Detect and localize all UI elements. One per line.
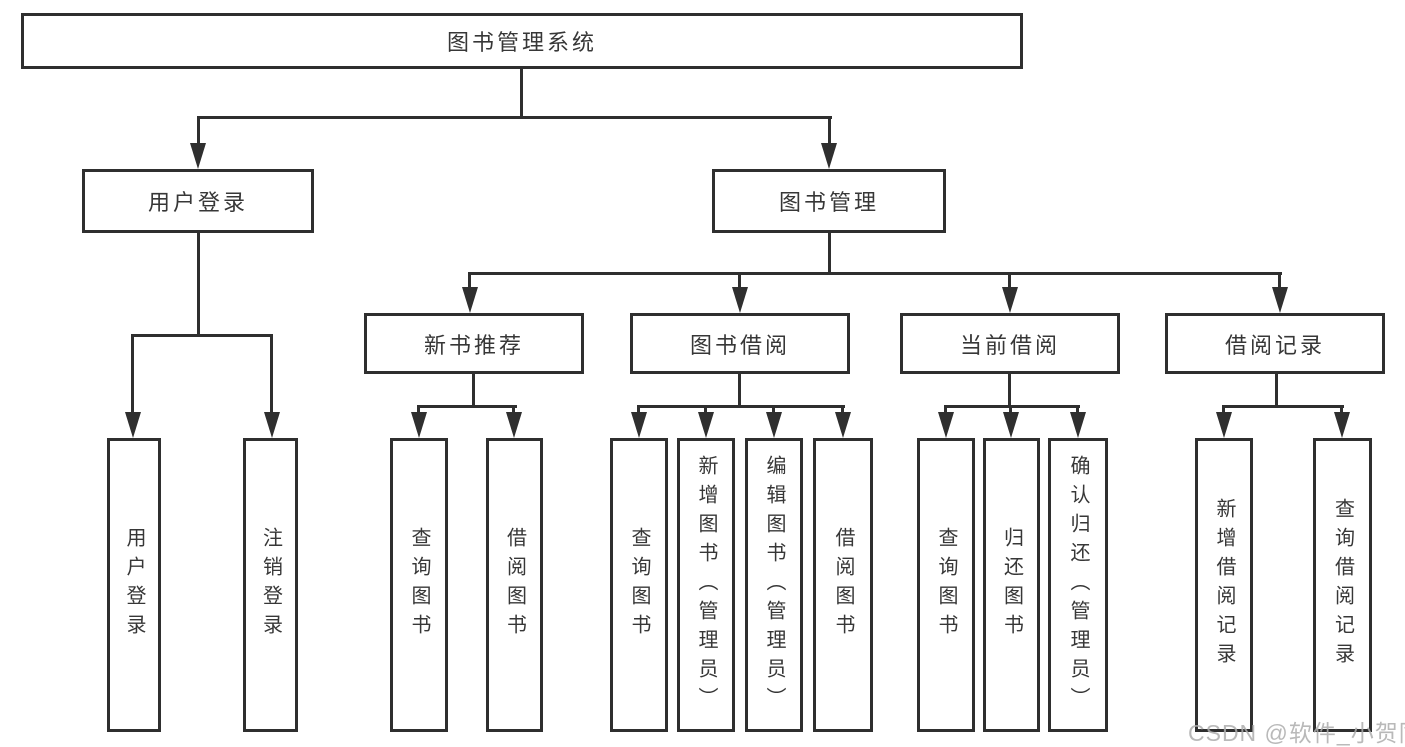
- leaf-confirm-return-admin-label: 确认归还（管理员）: [1067, 454, 1089, 716]
- arrowhead-to-book-management: [821, 143, 837, 169]
- connector-user-login-drop: [197, 233, 200, 337]
- arrowhead-to-new-book-recommend: [462, 287, 478, 313]
- connector-book-borrow-stub-4: [841, 408, 844, 414]
- node-book-management-label: 图书管理: [778, 190, 879, 215]
- connector-root-drop: [520, 69, 523, 119]
- connector-recommend-hline: [417, 405, 517, 408]
- arrowhead-to-return-book: [1003, 412, 1019, 438]
- node-current-borrow-label: 当前借阅: [959, 332, 1060, 358]
- node-borrow-records-label: 借阅记录: [1224, 332, 1325, 358]
- connector-leaf-logout-drop: [270, 337, 273, 414]
- connector-user-login-hline: [131, 334, 273, 337]
- connector-current-borrow-stub-3: [1076, 408, 1079, 414]
- leaf-query-books-recommend-label: 查询图书: [408, 527, 430, 643]
- arrowhead-to-user-login: [190, 143, 206, 169]
- connector-book-borrow-drop: [738, 374, 741, 408]
- connector-current-borrow-stub-1: [944, 408, 947, 414]
- leaf-edit-book-admin-label: 编辑图书（管理员）: [763, 454, 785, 716]
- connector-level2-drop-left: [197, 119, 200, 146]
- leaf-borrow-books-label: 借阅图书: [832, 527, 854, 643]
- leaf-query-books-current: 查询图书: [917, 438, 975, 732]
- arrowhead-to-borrow-records: [1272, 287, 1288, 313]
- arrowhead-to-query-books-recommend: [411, 412, 427, 438]
- connector-borrow-records-hline: [1222, 405, 1344, 408]
- leaf-borrow-books-recommend-label: 借阅图书: [503, 527, 526, 643]
- arrowhead-to-query-books-borrow: [631, 412, 647, 438]
- connector-level3-drop-2: [738, 275, 741, 289]
- connector-book-borrow-stub-3: [772, 408, 775, 414]
- leaf-query-books-borrow-label: 查询图书: [628, 527, 650, 643]
- leaf-query-books-current-label: 查询图书: [935, 527, 957, 643]
- arrowhead-to-book-borrow: [732, 287, 748, 313]
- node-current-borrow: 当前借阅: [900, 313, 1120, 374]
- connector-book-borrow-hline: [637, 405, 845, 408]
- leaf-query-borrow-record-label: 查询借阅记录: [1331, 498, 1354, 672]
- connector-level3-drop-1: [468, 275, 471, 289]
- leaf-logout-label: 注销登录: [259, 527, 282, 643]
- connector-current-borrow-hline: [944, 405, 1080, 408]
- node-new-book-recommend-label: 新书推荐: [423, 332, 524, 358]
- node-book-borrow: 图书借阅: [630, 313, 850, 374]
- leaf-query-books-recommend: 查询图书: [390, 438, 448, 732]
- leaf-add-book-admin: 新增图书（管理员）: [677, 438, 735, 732]
- connector-book-management-drop: [828, 233, 831, 275]
- leaf-confirm-return-admin: 确认归还（管理员）: [1048, 438, 1108, 732]
- arrowhead-to-add-book-admin: [698, 412, 714, 438]
- connector-leaf-user-login-drop: [131, 337, 134, 414]
- leaf-borrow-books-recommend: 借阅图书: [486, 438, 543, 732]
- leaf-user-login: 用户登录: [107, 438, 161, 732]
- node-borrow-records: 借阅记录: [1165, 313, 1385, 374]
- arrowhead-to-current-borrow: [1002, 287, 1018, 313]
- connector-level3-hline: [468, 272, 1282, 275]
- arrowhead-to-edit-book-admin: [766, 412, 782, 438]
- connector-recommend-stub-1: [417, 408, 420, 414]
- arrowhead-to-leaf-logout: [264, 412, 280, 438]
- connector-current-borrow-drop: [1008, 374, 1011, 408]
- node-new-book-recommend: 新书推荐: [364, 313, 584, 374]
- arrowhead-to-confirm-return-admin: [1070, 412, 1086, 438]
- connector-borrow-records-stub-1: [1222, 408, 1225, 414]
- csdn-watermark: CSDN @软件_小贺同学: [1188, 720, 1405, 746]
- connector-recommend-drop: [472, 374, 475, 408]
- leaf-query-books-borrow: 查询图书: [610, 438, 668, 732]
- leaf-borrow-books: 借阅图书: [813, 438, 873, 732]
- arrowhead-to-borrow-books-recommend: [506, 412, 522, 438]
- node-book-management: 图书管理: [712, 169, 946, 233]
- node-user-login-label: 用户登录: [147, 190, 248, 215]
- connector-level3-drop-4: [1278, 275, 1281, 289]
- node-root: 图书管理系统: [21, 13, 1023, 69]
- connector-recommend-stub-2: [512, 408, 515, 414]
- connector-book-borrow-stub-1: [637, 408, 640, 414]
- connector-level3-drop-3: [1008, 275, 1011, 289]
- connector-book-borrow-stub-2: [704, 408, 707, 414]
- node-root-label: 图书管理系统: [446, 30, 597, 55]
- arrowhead-to-leaf-user-login: [125, 412, 141, 438]
- leaf-add-borrow-record-label: 新增借阅记录: [1213, 498, 1235, 672]
- connector-borrow-records-drop: [1275, 374, 1278, 408]
- arrowhead-to-query-borrow-record: [1334, 412, 1350, 438]
- arrowhead-to-query-books-current: [938, 412, 954, 438]
- leaf-user-login-label: 用户登录: [123, 527, 145, 643]
- leaf-logout: 注销登录: [243, 438, 298, 732]
- leaf-edit-book-admin: 编辑图书（管理员）: [745, 438, 803, 732]
- arrowhead-to-borrow-books: [835, 412, 851, 438]
- leaf-add-borrow-record: 新增借阅记录: [1195, 438, 1253, 732]
- node-user-login: 用户登录: [82, 169, 314, 233]
- leaf-return-book-label: 归还图书: [1000, 527, 1023, 643]
- connector-current-borrow-stub-2: [1009, 408, 1012, 414]
- connector-level2-hline: [197, 116, 832, 119]
- arrowhead-to-add-borrow-record: [1216, 412, 1232, 438]
- node-book-borrow-label: 图书借阅: [689, 332, 790, 358]
- connector-level2-drop-right: [828, 119, 831, 146]
- leaf-add-book-admin-label: 新增图书（管理员）: [695, 454, 717, 716]
- leaf-query-borrow-record: 查询借阅记录: [1313, 438, 1372, 732]
- connector-borrow-records-stub-2: [1340, 408, 1343, 414]
- leaf-return-book: 归还图书: [983, 438, 1040, 732]
